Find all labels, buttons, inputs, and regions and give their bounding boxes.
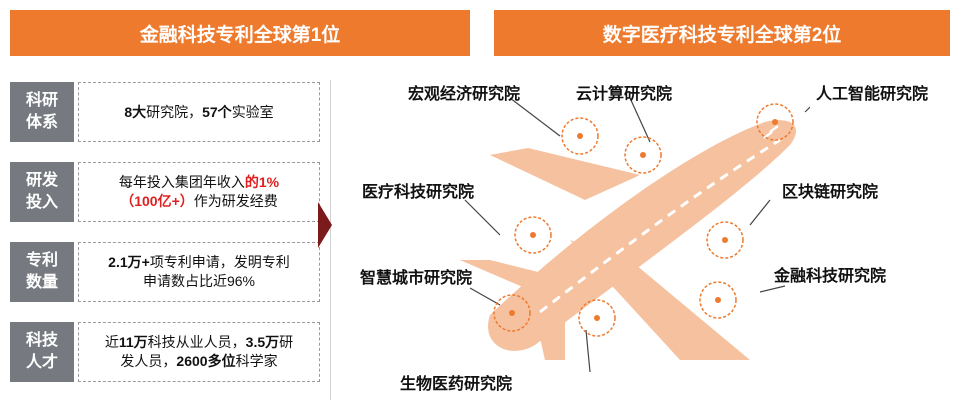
- label-cloud-computing: 云计算研究院: [576, 86, 673, 103]
- smartcity-point: [493, 294, 531, 332]
- label-medical-tech: 医疗科技研究院: [362, 184, 475, 201]
- text-plain: 申请数占比近96%: [142, 273, 255, 289]
- row-label-line2: 人才: [25, 354, 58, 371]
- text-bold: 2600多位: [176, 353, 236, 369]
- label-smart-city: 智慧城市研究院: [360, 270, 473, 287]
- text-bold: 3.5万: [245, 334, 280, 350]
- right-banner: 数字医疗科技专利全球第2位: [494, 10, 950, 56]
- row-content: 2.1万+项专利申请，发明专利 申请数占比近96%: [78, 242, 320, 302]
- text-bold: 11万: [118, 334, 148, 350]
- section-divider: [330, 80, 331, 400]
- text-plain: 研究院，: [146, 103, 203, 120]
- text-plain: 科学家: [235, 353, 278, 369]
- left-banner: 金融科技专利全球第1位: [10, 10, 470, 56]
- text-plain: 发人员，: [120, 353, 177, 369]
- label-fintech: 金融科技研究院: [774, 268, 887, 285]
- text-plain: 近: [104, 334, 119, 350]
- label-macro-economics: 宏观经济研究院: [408, 86, 521, 103]
- label-blockchain: 区块链研究院: [782, 184, 879, 201]
- row-label: 研发 投入: [10, 162, 74, 222]
- text-bold: 2.1万+: [108, 254, 150, 270]
- row-label-line2: 体系: [25, 114, 58, 131]
- text-plain: 研: [279, 334, 294, 350]
- row-label: 科技 人才: [10, 322, 74, 382]
- biomed-point: [578, 299, 616, 337]
- medical-point: [514, 216, 552, 254]
- text-bold: 8大: [124, 103, 147, 120]
- text-bold: 57个: [202, 103, 232, 120]
- label-biomedicine: 生物医药研究院: [400, 376, 513, 393]
- text-plain: 作为研发经费: [193, 193, 278, 209]
- row-label: 专利 数量: [10, 242, 74, 302]
- text-plain: 实验室: [231, 103, 274, 120]
- triangle-arrow-icon: [318, 202, 332, 248]
- left-banner-text: 金融科技专利全球第1位: [139, 24, 341, 46]
- row-label-line1: 专利: [25, 252, 58, 269]
- airplane-illustration: [460, 97, 810, 373]
- row-content: 每年投入集团年收入的1% （100亿+）作为研发经费: [78, 162, 320, 222]
- text-plain: 每年投入集团年收入: [118, 174, 245, 190]
- text-highlight: （100亿+）: [120, 193, 194, 209]
- row-label-line1: 研发: [25, 172, 58, 189]
- cloud-point: [624, 136, 662, 174]
- blockchain-point: [706, 221, 744, 259]
- text-plain: 科技从业人员，: [147, 334, 246, 350]
- ai-point: [756, 103, 794, 141]
- text-plain: 项专利申请，发明专利: [149, 254, 290, 270]
- label-artificial-intelligence: 人工智能研究院: [816, 86, 929, 103]
- fintech-point: [699, 281, 737, 319]
- row-label-line2: 投入: [25, 194, 58, 211]
- row-content: 近11万科技从业人员，3.5万研 发人员，2600多位科学家: [78, 322, 320, 382]
- row-content: 8大研究院，57个实验室: [78, 82, 320, 142]
- row-label-line1: 科研: [25, 92, 58, 109]
- macro-point: [561, 117, 599, 155]
- row-label: 科研 体系: [10, 82, 74, 142]
- text-highlight: 的1%: [244, 174, 280, 190]
- row-label-line1: 科技: [25, 332, 58, 349]
- right-banner-text: 数字医疗科技专利全球第2位: [602, 24, 842, 46]
- airplane-icon: [460, 120, 796, 360]
- row-label-line2: 数量: [25, 274, 58, 291]
